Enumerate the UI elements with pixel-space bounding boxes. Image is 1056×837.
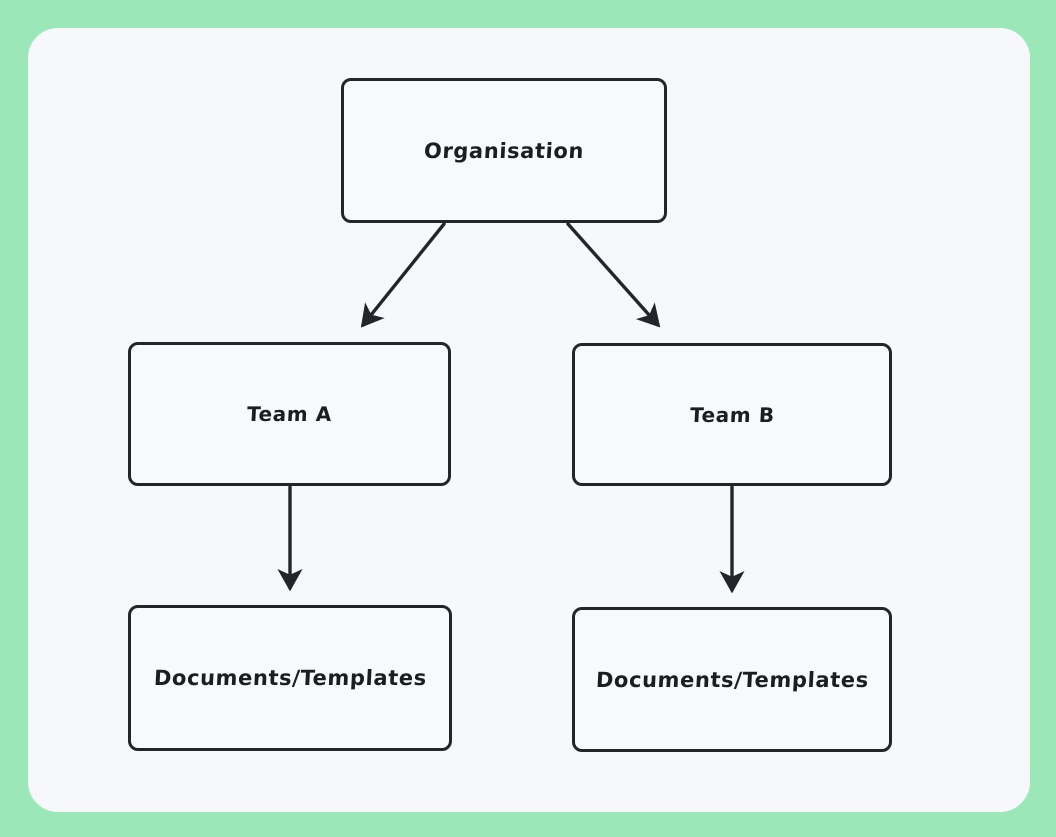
node-team-b[interactable]: Team B [572,343,892,486]
node-documents-templates-b-label: Documents/Templates [594,667,870,692]
node-team-a[interactable]: Team A [128,342,451,486]
node-organisation[interactable]: Organisation [341,78,667,223]
node-documents-templates-a[interactable]: Documents/Templates [128,605,452,751]
node-documents-templates-a-label: Documents/Templates [152,666,428,690]
node-documents-templates-b[interactable]: Documents/Templates [572,607,892,752]
node-team-a-label: Team A [246,402,333,426]
node-organisation-label: Organisation [423,138,585,163]
node-team-b-label: Team B [689,402,775,427]
